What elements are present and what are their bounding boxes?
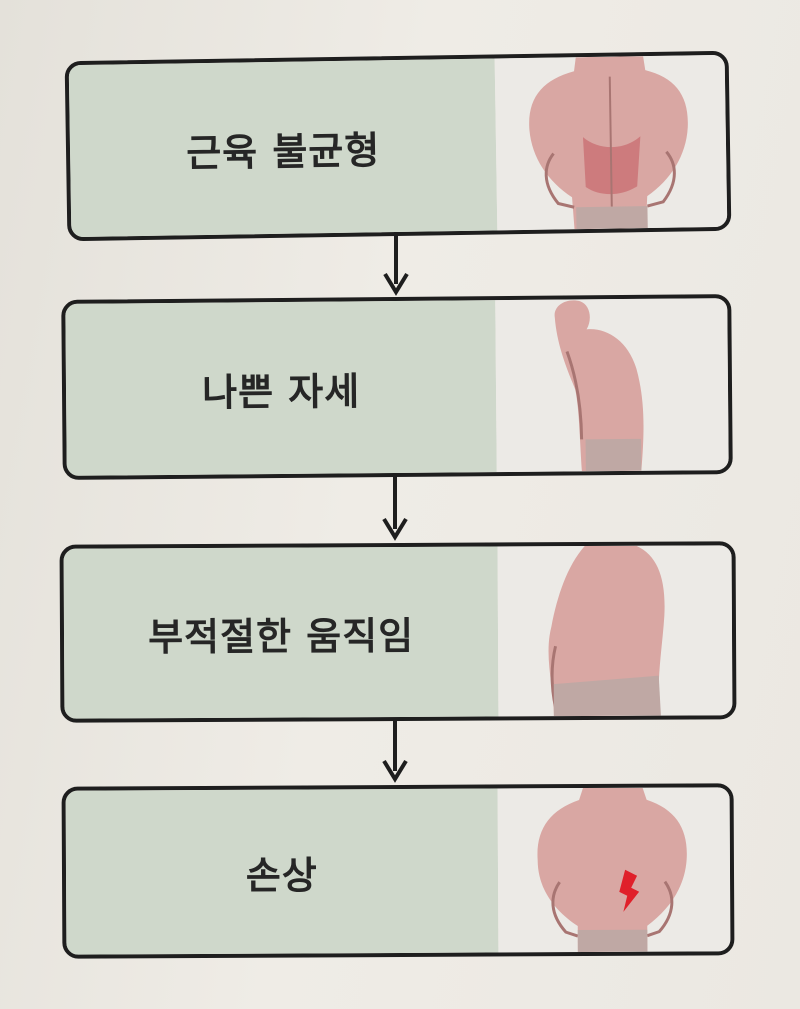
back-hands-on-hips-icon — [529, 56, 689, 230]
down-arrow-icon — [383, 232, 409, 296]
injured-back-icon — [537, 787, 687, 953]
down-arrow-icon — [382, 475, 408, 541]
step-box-injury: 손상 — [61, 783, 735, 959]
injury-mark-icon — [618, 869, 639, 912]
step-label: 부적절한 움직임 — [148, 613, 415, 659]
step-text-panel: 근육 불균형 — [68, 58, 498, 238]
step-image-panel — [497, 787, 731, 953]
step-image-panel — [495, 54, 728, 231]
step-image-panel — [497, 545, 733, 717]
bending-back-icon — [548, 545, 665, 717]
step-image-panel — [495, 298, 729, 473]
step-text-panel: 부적절한 움직임 — [63, 546, 499, 719]
step-box-bad-posture: 나쁜 자세 — [61, 294, 733, 480]
slouched-posture-icon — [555, 300, 644, 472]
step-text-panel: 손상 — [65, 788, 499, 955]
step-label: 손상 — [245, 852, 318, 898]
down-arrow-icon — [382, 719, 408, 783]
step-box-improper-movement: 부적절한 움직임 — [59, 541, 737, 723]
step-box-muscle-imbalance: 근육 불균형 — [64, 50, 732, 242]
step-label: 근육 불균형 — [185, 127, 381, 175]
step-label: 나쁜 자세 — [201, 368, 361, 415]
step-text-panel: 나쁜 자세 — [65, 300, 498, 476]
